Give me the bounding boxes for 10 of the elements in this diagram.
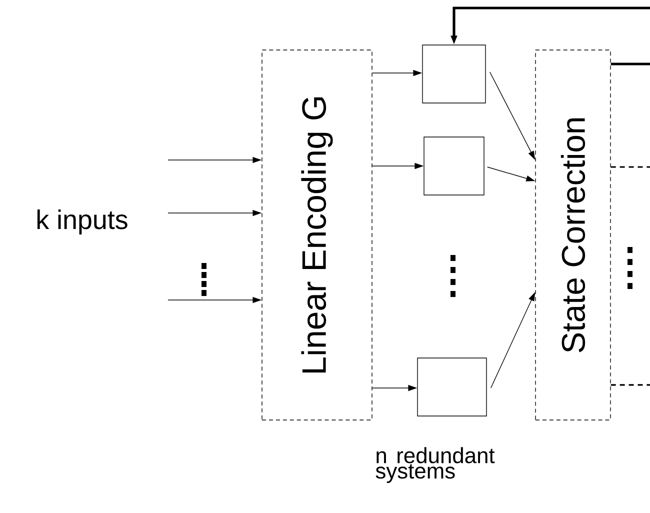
output-line bbox=[610, 62, 650, 66]
output-line bbox=[610, 166, 650, 168]
input-label: k inputs bbox=[37, 209, 128, 235]
encoder-box: Linear Encoding G bbox=[262, 50, 372, 420]
caption-text: n redundant systems bbox=[376, 447, 495, 483]
output-line bbox=[610, 384, 650, 386]
system-box bbox=[422, 44, 486, 104]
system-box bbox=[417, 358, 487, 416]
system-box bbox=[424, 136, 484, 196]
correction-box: State Correction bbox=[535, 50, 611, 420]
